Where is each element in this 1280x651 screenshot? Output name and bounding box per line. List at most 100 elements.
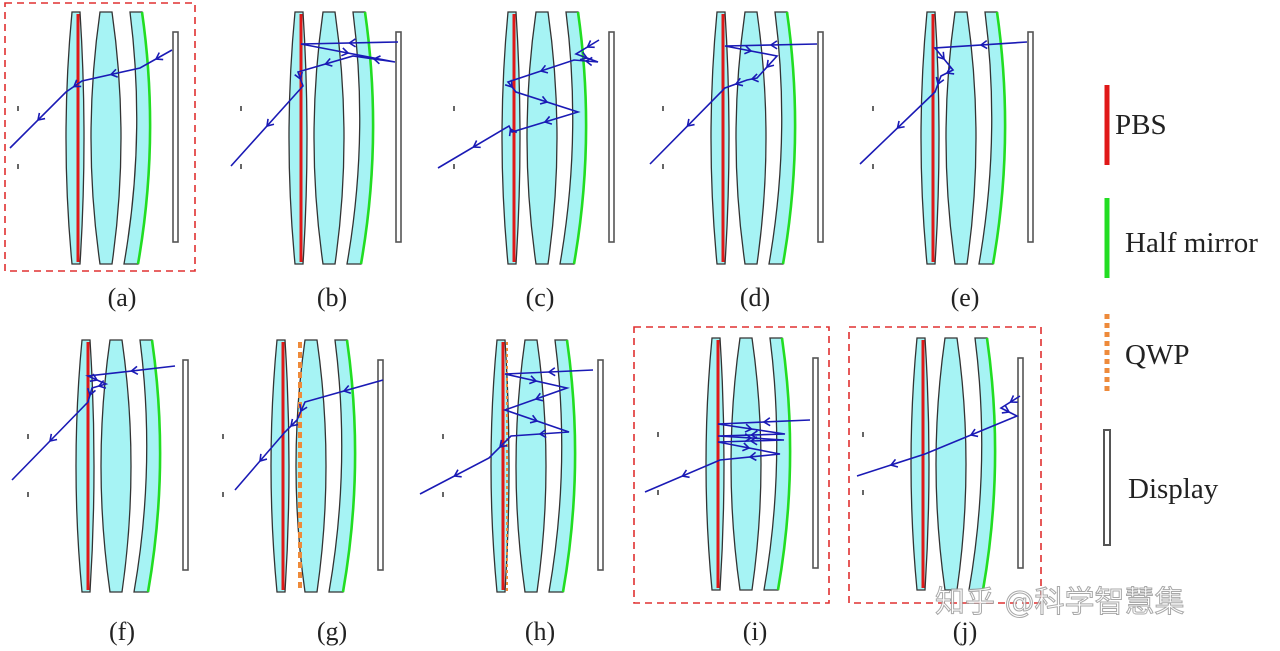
ray-arrow — [341, 47, 350, 57]
ray-arrow — [945, 66, 955, 75]
ray-arrow — [750, 73, 759, 83]
ray-arrow — [1001, 405, 1011, 414]
ray-arrow — [539, 64, 549, 74]
display-panel — [395, 31, 402, 243]
ray-arrow — [342, 385, 352, 394]
half-mirror — [341, 339, 357, 593]
ray-arrow — [579, 51, 589, 61]
light-ray — [230, 41, 399, 167]
ray-arrow — [744, 45, 753, 55]
ray-arrow — [259, 453, 268, 463]
ray-arrow — [372, 55, 381, 65]
lens-1 — [65, 11, 85, 265]
ray-arrow — [472, 140, 481, 149]
panel-a: (a) — [4, 2, 196, 312]
ray-arrow — [97, 379, 107, 389]
ray-arrow — [935, 76, 945, 86]
panel-label: (b) — [317, 283, 347, 312]
highlight-box — [4, 2, 196, 272]
display-panel — [1027, 31, 1034, 243]
ray-arrow — [87, 387, 97, 397]
legend: PBS Half mirror QWP Display — [1103, 85, 1258, 546]
panel-i: (i) — [633, 326, 830, 646]
ray-arrow — [36, 112, 46, 122]
half-mirror — [359, 11, 375, 265]
ray-arrow — [538, 428, 547, 439]
display-panel — [172, 31, 179, 243]
lens-2 — [730, 337, 762, 591]
legend-display-swatch — [1103, 429, 1111, 546]
legend-pbs-label: PBS — [1115, 109, 1167, 141]
ray-arrow — [742, 442, 751, 452]
panel-j: (j) — [848, 326, 1042, 646]
half-mirror — [981, 337, 997, 591]
ray-arrow — [1009, 395, 1018, 403]
ray-arrow — [969, 428, 979, 438]
ray-arrow — [504, 79, 513, 89]
panel-label: (h) — [525, 617, 555, 646]
half-mirror — [136, 11, 152, 265]
lens-1 — [270, 339, 290, 593]
panel-label: (j) — [953, 617, 978, 646]
ray-arrow — [294, 71, 304, 81]
display-panel — [377, 359, 384, 571]
ray-arrow — [744, 433, 753, 443]
ray-arrow — [896, 120, 905, 129]
ray-arrow — [979, 39, 988, 50]
light-ray — [649, 43, 818, 165]
ray-arrow — [769, 40, 778, 50]
half-mirror — [572, 11, 588, 265]
half-mirror — [781, 11, 797, 265]
panel-label: (c) — [526, 283, 555, 312]
panel-b: (b) — [230, 11, 402, 312]
panel-f: (f) — [11, 339, 189, 646]
legend-display-label: Display — [1128, 473, 1219, 505]
ray-arrow — [498, 439, 508, 449]
light-ray — [856, 395, 1021, 477]
ray-arrow — [748, 451, 757, 462]
panel-h: (h) — [419, 339, 604, 646]
ray-arrow — [266, 118, 275, 128]
ray-arrow — [766, 59, 775, 69]
ray-arrow — [686, 118, 695, 128]
ray-arrow — [762, 417, 771, 427]
lens-2 — [90, 11, 122, 265]
lens-2 — [735, 11, 767, 265]
lens-1 — [910, 337, 930, 591]
panel-label: (i) — [743, 617, 768, 646]
ray-arrow — [749, 436, 758, 446]
ray-arrow — [508, 127, 518, 137]
display-panel — [182, 359, 189, 571]
lens-1 — [501, 11, 521, 265]
display-panel — [1017, 357, 1024, 569]
display-panel — [812, 357, 819, 569]
ray-arrow — [89, 373, 99, 383]
highlight-box — [848, 326, 1042, 604]
panel-e: (e) — [859, 11, 1034, 312]
ray-arrow — [529, 414, 539, 424]
legend-qwp-label: QWP — [1125, 339, 1189, 371]
ray-arrow — [48, 433, 58, 443]
lens-2 — [313, 11, 345, 265]
display-panel — [817, 31, 824, 243]
ray-arrow — [534, 392, 544, 402]
panel-label: (f) — [109, 617, 135, 646]
lens-2 — [945, 11, 977, 265]
highlight-box — [633, 326, 830, 604]
panel-g: (g) — [222, 339, 384, 646]
display-panel — [608, 31, 615, 243]
ray-arrow — [289, 418, 299, 428]
panels-group: (a) (b) (c) (d) (e) (f) (g) (h) (i) (j) — [4, 2, 1042, 646]
light-ray — [9, 49, 173, 149]
ray-arrow — [528, 375, 538, 385]
ray-arrow — [72, 79, 82, 88]
panel-label: (d) — [740, 283, 770, 312]
ray-arrow — [584, 56, 593, 67]
half-mirror — [776, 337, 792, 591]
lens-1 — [710, 11, 730, 265]
ray-arrow — [324, 57, 333, 67]
ray-arrow — [734, 77, 744, 87]
ray-arrow — [889, 458, 899, 468]
panel-c: (c) — [437, 11, 615, 312]
